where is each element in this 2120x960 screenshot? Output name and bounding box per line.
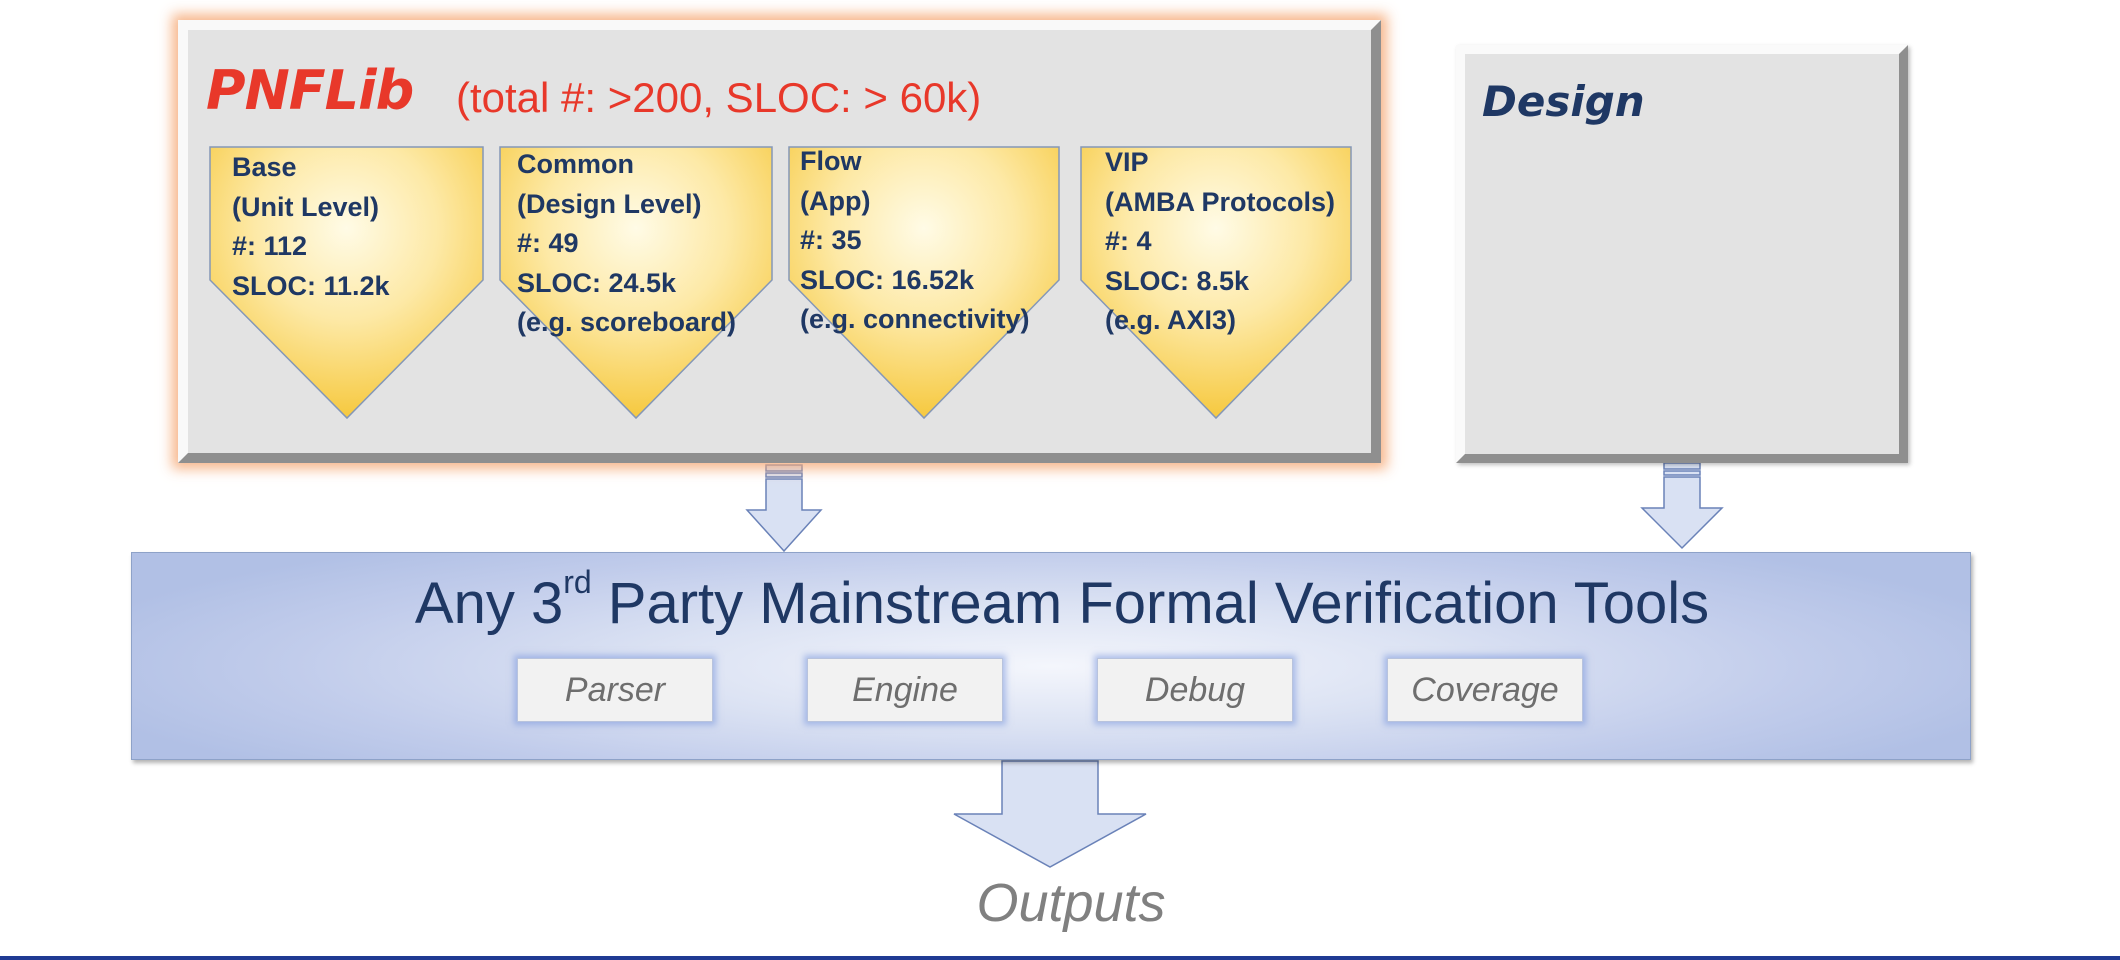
- card-line: SLOC: 24.5k: [517, 267, 677, 298]
- formal-tools-title: Any 3rd Party Mainstream Formal Verifica…: [0, 564, 2120, 637]
- card-shape-common: [499, 146, 773, 420]
- pnflib-summary: (total #: >200, SLOC: > 60k): [456, 74, 982, 121]
- card-line: #: 49: [517, 228, 579, 258]
- card-line: (App): [800, 185, 871, 216]
- card-shape-flow: [788, 146, 1060, 420]
- tool-parser: Parser: [517, 658, 713, 722]
- formal-tools-band: [131, 552, 1971, 760]
- outputs-label: Outputs: [976, 873, 1166, 933]
- design-to-tools-arrow: [1640, 462, 1724, 550]
- card-common: Common (Design Level) #: 49 SLOC: 24.5k …: [517, 145, 736, 343]
- card-line: SLOC: 11.2k: [232, 270, 390, 301]
- design-title: Design: [1482, 77, 1645, 126]
- tool-coverage: Coverage: [1387, 658, 1583, 722]
- card-base: Base (Unit Level) #: 112 SLOC: 11.2k: [232, 148, 390, 306]
- card-line: SLOC: 16.52k: [800, 264, 975, 295]
- card-line: Common: [517, 149, 634, 179]
- card-line: #: 35: [800, 225, 862, 255]
- card-line: (e.g. AXI3): [1105, 305, 1237, 335]
- design-panel: [1456, 45, 1908, 463]
- tools-title-ordinal: rd: [563, 564, 592, 600]
- card-line: (Unit Level): [232, 191, 380, 222]
- card-line: VIP: [1105, 147, 1149, 177]
- card-shape-vip: [1080, 146, 1352, 420]
- tool-engine: Engine: [807, 658, 1003, 722]
- card-shape-base: [209, 146, 484, 420]
- card-line: #: 112: [232, 231, 308, 261]
- card-line: SLOC: 8.5k: [1105, 265, 1250, 296]
- tools-to-outputs-arrow: [953, 760, 1147, 868]
- card-line: (e.g. connectivity): [800, 304, 1030, 334]
- card-line: Flow: [800, 146, 862, 176]
- bottom-rule: [0, 956, 2120, 960]
- card-line: #: 4: [1105, 226, 1152, 256]
- pnflib-to-tools-arrow: [745, 464, 823, 553]
- pnflib-title: PNFLib: [206, 59, 414, 122]
- card-flow: Flow (App) #: 35 SLOC: 16.52k (e.g. conn…: [800, 142, 1030, 340]
- card-line: Base: [232, 152, 297, 182]
- card-line: (e.g. scoreboard): [517, 307, 737, 337]
- tools-title-suffix: Party Mainstream Formal Verification Too…: [591, 571, 1710, 636]
- tools-title-prefix: Any 3: [414, 571, 564, 636]
- card-line: (AMBA Protocols): [1105, 186, 1335, 217]
- tool-debug: Debug: [1097, 658, 1293, 722]
- card-vip: VIP (AMBA Protocols) #: 4 SLOC: 8.5k (e.…: [1105, 143, 1335, 341]
- card-line: (Design Level): [517, 188, 702, 219]
